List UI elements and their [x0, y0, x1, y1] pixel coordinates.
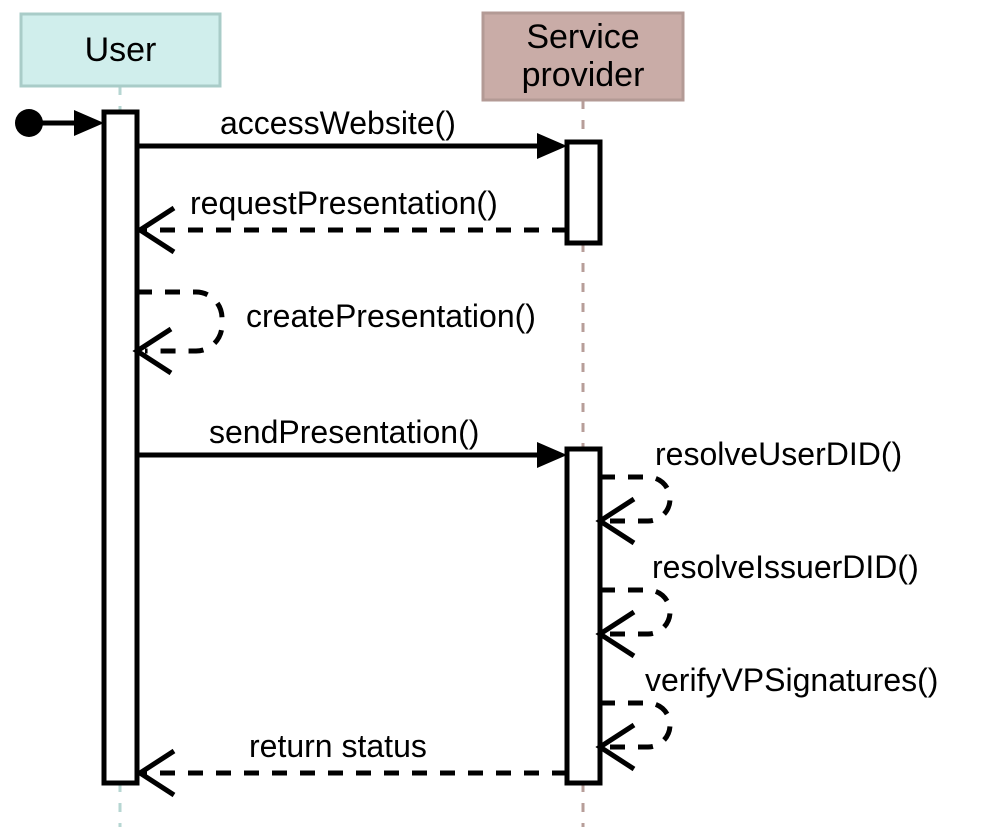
message-label-resolve-user-did: resolveUserDID()	[655, 436, 902, 472]
message-label-return-status: return status	[249, 728, 427, 764]
message-label-send-presentation: sendPresentation()	[209, 414, 479, 450]
arrowhead-verify-vp-signatures	[595, 722, 636, 772]
participant-service-provider[interactable]: Service provider	[481, 11, 685, 102]
found-message-start	[15, 109, 43, 137]
arrowhead-create-presentation	[132, 326, 173, 376]
activation-bars-group	[101, 109, 603, 786]
start-dot-icon	[15, 109, 43, 137]
activation-bar-service-provider-2[interactable]	[564, 446, 603, 786]
lifelines-group	[118, 86, 585, 827]
participant-box-service-provider[interactable]	[481, 11, 685, 102]
selfcall-path-create-presentation[interactable]	[137, 289, 225, 354]
message-label-resolve-issuer-did: resolveIssuerDID()	[652, 549, 919, 585]
arrowhead-return-status	[135, 748, 176, 798]
activation-bar-user[interactable]	[101, 109, 140, 786]
arrowhead-found-start	[74, 110, 104, 136]
participant-label-user: User	[85, 31, 157, 69]
message-labels-group: accessWebsite() requestPresentation() crea…	[190, 105, 938, 764]
messages-group	[29, 120, 567, 776]
activation-bar-service-provider-1[interactable]	[564, 139, 603, 246]
participant-label-service-provider-line2: provider	[522, 56, 645, 94]
message-label-verify-vp-signatures: verifyVPSignatures()	[645, 662, 938, 698]
participant-box-user[interactable]	[19, 12, 222, 88]
arrowhead-access-website	[537, 133, 567, 159]
message-label-create-presentation: createPresentation()	[246, 298, 536, 334]
participant-user[interactable]: User	[19, 12, 222, 88]
arrowhead-resolve-user-did	[595, 496, 636, 546]
participant-label-service-provider-line1: Service	[526, 18, 639, 56]
arrowheads-group	[74, 110, 673, 798]
message-label-access-website: accessWebsite()	[220, 105, 456, 141]
arrowhead-send-presentation	[537, 442, 567, 468]
message-label-request-presentation: requestPresentation()	[190, 185, 498, 221]
arrowhead-resolve-issuer-did	[595, 609, 636, 659]
arrowhead-request-presentation	[135, 205, 176, 255]
